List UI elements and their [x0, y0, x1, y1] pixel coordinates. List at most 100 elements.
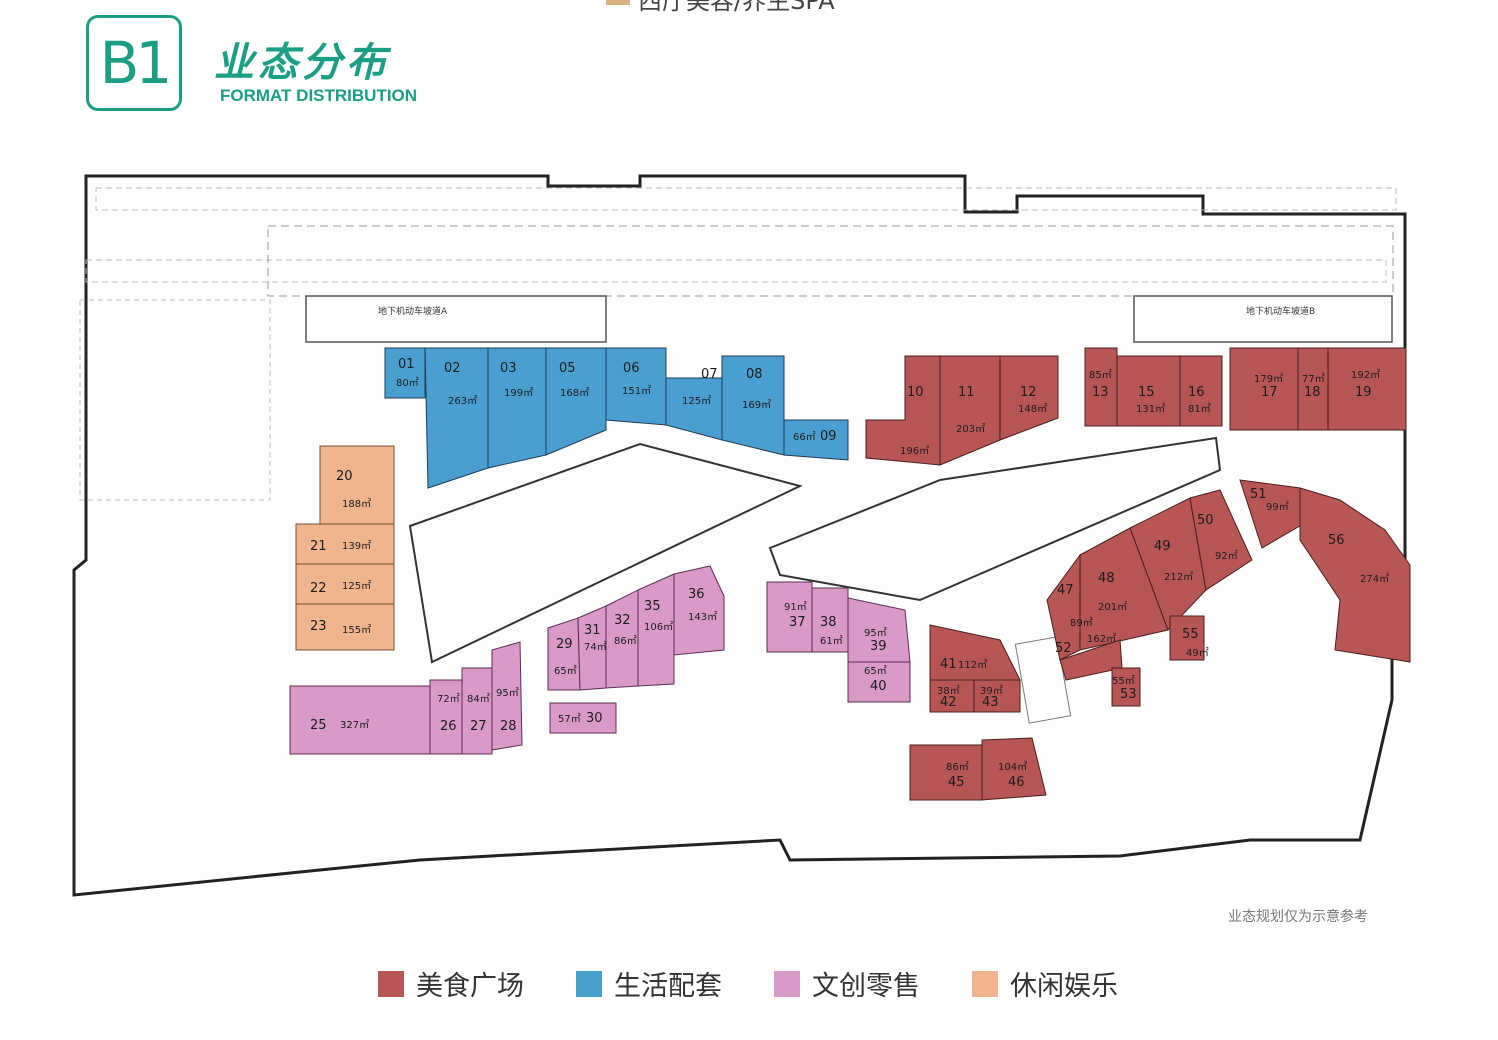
legend-swatch-retail: [774, 970, 800, 997]
unit-36-number: 36: [688, 587, 705, 602]
unit-35-shape: [637, 573, 675, 687]
legend-swatch-food: [378, 970, 404, 997]
unit-21-area: 139㎡: [342, 540, 371, 552]
unit-53-area: 55㎡: [1112, 675, 1135, 687]
unit-labels: 0180㎡02263㎡03199㎡05168㎡06151㎡07125㎡08169…: [310, 357, 1389, 790]
unit-40-number: 40: [870, 679, 887, 694]
parking-stalls-row-2: [85, 259, 1387, 283]
unit-40-area: 65㎡: [864, 665, 887, 677]
unit-15-shape: [1116, 355, 1181, 427]
unit-48-area: 201㎡: [1098, 601, 1127, 613]
unit-09-shape: [783, 419, 849, 461]
unit-37-number: 37: [789, 615, 806, 630]
unit-30-number: 30: [586, 711, 603, 726]
unit-41-area: 112㎡: [958, 659, 987, 671]
unit-43-number: 43: [982, 695, 999, 710]
unit-39-area: 95㎡: [864, 627, 887, 639]
unit-48-number: 48: [1098, 571, 1115, 586]
unit-32-number: 32: [614, 613, 631, 628]
unit-03-area: 199㎡: [504, 387, 533, 399]
unit-35-number: 35: [644, 599, 661, 614]
leisure-spa-swatch: [606, 0, 630, 5]
units-life: [384, 347, 849, 489]
unit-20-number: 20: [336, 469, 353, 484]
legend-label-life: 生活配套: [614, 971, 722, 1002]
unit-43-shape: [973, 679, 1021, 713]
unit-43-area: 39㎡: [980, 685, 1003, 697]
legend-label-food: 美食广场: [416, 971, 524, 1002]
unit-11-area: 203㎡: [956, 423, 985, 435]
unit-51-number: 51: [1250, 487, 1267, 502]
unit-16-area: 81㎡: [1188, 403, 1211, 415]
unit-08-area: 169㎡: [742, 399, 771, 411]
legend-item-leisure: 休闲娱乐: [972, 964, 1118, 1003]
unit-25-area: 327㎡: [340, 719, 369, 731]
unit-06-number: 06: [623, 361, 640, 376]
unit-16-number: 16: [1188, 385, 1205, 400]
unit-17-number: 17: [1261, 385, 1278, 400]
unit-38-shape: [811, 587, 849, 653]
escalator-center: [1014, 636, 1072, 724]
unit-20-shape: [319, 445, 395, 525]
unit-13-shape: [1084, 347, 1118, 427]
unit-55-area: 49㎡: [1186, 647, 1209, 659]
unit-21-number: 21: [310, 539, 327, 554]
top-legend-fragment: 西厅美容/养生SPA: [606, 0, 835, 15]
unit-56-area: 274㎡: [1360, 573, 1389, 585]
unit-05-shape: [545, 347, 607, 456]
unit-06-area: 151㎡: [622, 385, 651, 397]
unit-13-area: 85㎡: [1089, 369, 1112, 381]
unit-23-area: 155㎡: [342, 624, 371, 636]
ramp-b: [1133, 295, 1393, 343]
unit-09-area: 66㎡: [793, 431, 816, 443]
unit-28-area: 95㎡: [496, 687, 519, 699]
atrium-void-left: [408, 442, 803, 664]
disclaimer-note: 业态规划仅为示意参考: [1228, 909, 1368, 925]
unit-31-area: 74㎡: [584, 641, 607, 653]
unit-42-number: 42: [940, 695, 957, 710]
unit-55-shape: [1169, 615, 1205, 661]
unit-41-number: 41: [940, 657, 957, 672]
unit-19-number: 19: [1355, 385, 1372, 400]
unit-26-number: 26: [440, 719, 457, 734]
unit-10-area: 196㎡: [900, 445, 929, 457]
unit-29-number: 29: [556, 637, 573, 652]
unit-22-number: 22: [310, 581, 327, 596]
unit-01-number: 01: [398, 357, 415, 372]
parking-area-left: [79, 299, 271, 501]
unit-31-number: 31: [584, 623, 601, 638]
unit-12-area: 148㎡: [1018, 403, 1047, 415]
unit-10-number: 10: [907, 385, 924, 400]
unit-20-area: 188㎡: [342, 498, 371, 510]
legend-item-food: 美食广场: [378, 964, 524, 1003]
unit-18-shape: [1297, 347, 1329, 431]
unit-23-shape: [295, 603, 395, 651]
unit-49-number: 49: [1154, 539, 1171, 554]
parking-stalls-row-top: [95, 187, 1397, 211]
unit-38-number: 38: [820, 615, 837, 630]
unit-03-shape: [487, 347, 547, 469]
page-title: 业态分布: [214, 40, 390, 86]
legend-swatch-leisure: [972, 970, 998, 997]
unit-27-number: 27: [470, 719, 487, 734]
unit-09-number: 09: [820, 429, 837, 444]
unit-52-area: 89㎡: [1070, 617, 1093, 629]
unit-22-shape: [295, 563, 395, 605]
legend-swatch-life: [576, 970, 602, 997]
unit-28-shape: [491, 641, 523, 751]
units-food: [865, 347, 1411, 801]
unit-50-shape: [1189, 489, 1253, 591]
units-leisure: [295, 445, 395, 651]
unit-46-number: 46: [1008, 775, 1025, 790]
legend: 美食广场 生活配套 文创零售 休闲娱乐: [378, 964, 1118, 1003]
unit-51-area: 99㎡: [1266, 501, 1289, 513]
unit-02-number: 02: [444, 361, 461, 376]
unit-23-number: 23: [310, 619, 327, 634]
unit-22-area: 125㎡: [342, 580, 371, 592]
unit-50-number: 50: [1197, 513, 1214, 528]
floor-badge-text: B1: [99, 29, 173, 97]
unit-36-shape: [673, 565, 725, 656]
ramp-b-label: 地下机动车坡道B: [1246, 305, 1315, 317]
unit-05-number: 05: [559, 361, 576, 376]
